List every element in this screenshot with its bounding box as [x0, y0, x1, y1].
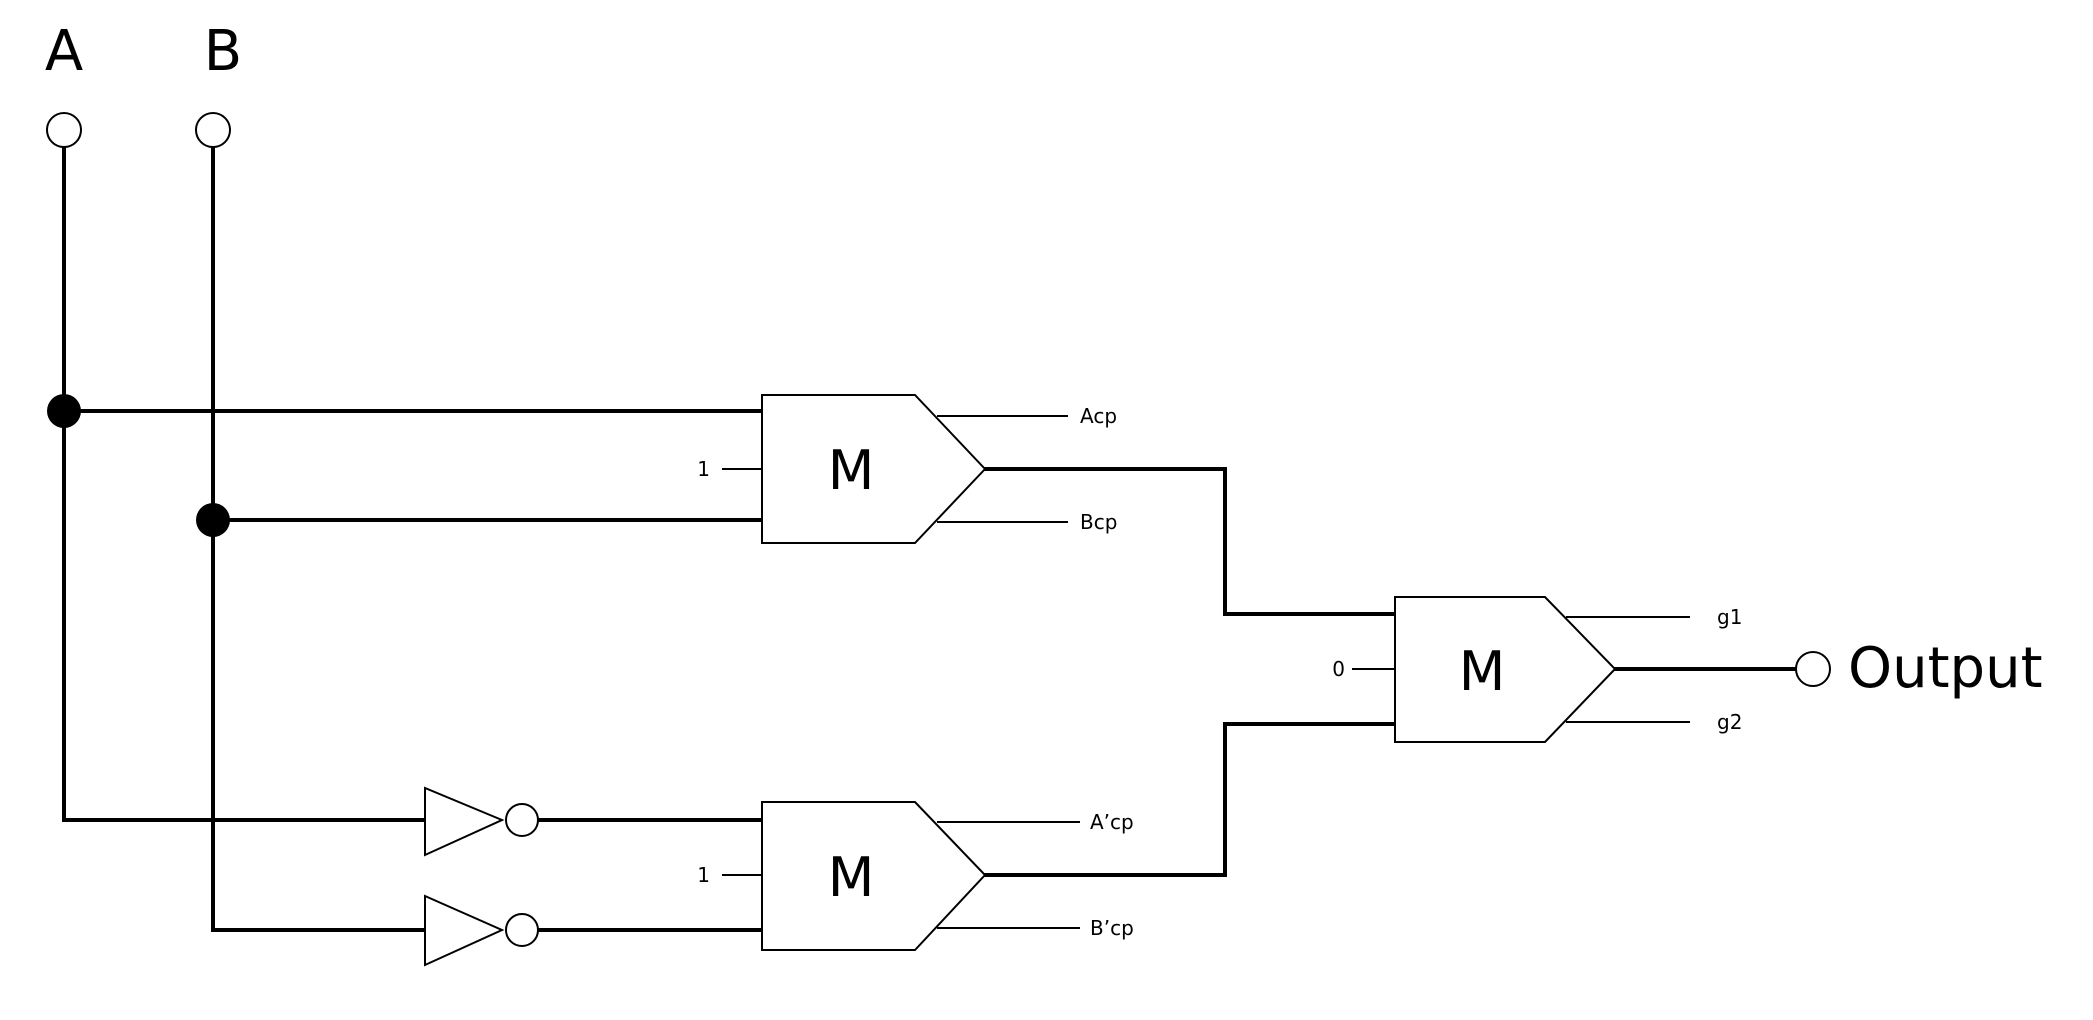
top-majority-gate: 1 M Acp Bcp [697, 394, 1117, 544]
bottom-gate-body [761, 801, 987, 951]
inverter-b [424, 894, 539, 967]
top-gate-label: M [828, 439, 875, 502]
inverter-a-bubble [505, 803, 539, 837]
top-gate-out2-label: Bcp [1080, 510, 1117, 534]
inverter-b-bubble [505, 913, 539, 947]
output-label: Output [1848, 636, 2043, 701]
wire-bottom-gate-to-final [983, 722, 1397, 877]
top-gate-const-input: 1 [697, 457, 710, 481]
wire-top-gate-to-final [983, 467, 1397, 616]
inverter-a-triangle [424, 786, 505, 857]
inverter-a [424, 786, 539, 857]
bottom-gate-const-input: 1 [697, 863, 710, 887]
input-b-label: B [204, 19, 242, 84]
output-port [1795, 651, 1831, 687]
final-gate-label: M [1459, 640, 1506, 703]
top-gate-body [761, 394, 987, 544]
inverter-b-triangle [424, 894, 505, 967]
final-gate-out1-label: g1 [1717, 605, 1742, 629]
final-gate-body [1394, 596, 1617, 743]
final-gate-const-input: 0 [1332, 657, 1345, 681]
bottom-majority-gate: 1 M A’cp B’cp [697, 801, 1134, 951]
input-a-label: A [45, 19, 83, 84]
bottom-gate-out1-label: A’cp [1090, 810, 1134, 834]
bottom-gate-out2-label: B’cp [1090, 916, 1134, 940]
junction-a [47, 394, 81, 428]
final-majority-gate: 0 M g1 g2 [1332, 596, 1742, 743]
wires [62, 146, 1798, 932]
junction-b [196, 503, 230, 537]
bottom-gate-label: M [828, 846, 875, 909]
top-gate-out1-label: Acp [1080, 404, 1117, 428]
final-gate-out2-label: g2 [1717, 710, 1742, 734]
input-a-port [46, 112, 82, 148]
input-b-port [195, 112, 231, 148]
